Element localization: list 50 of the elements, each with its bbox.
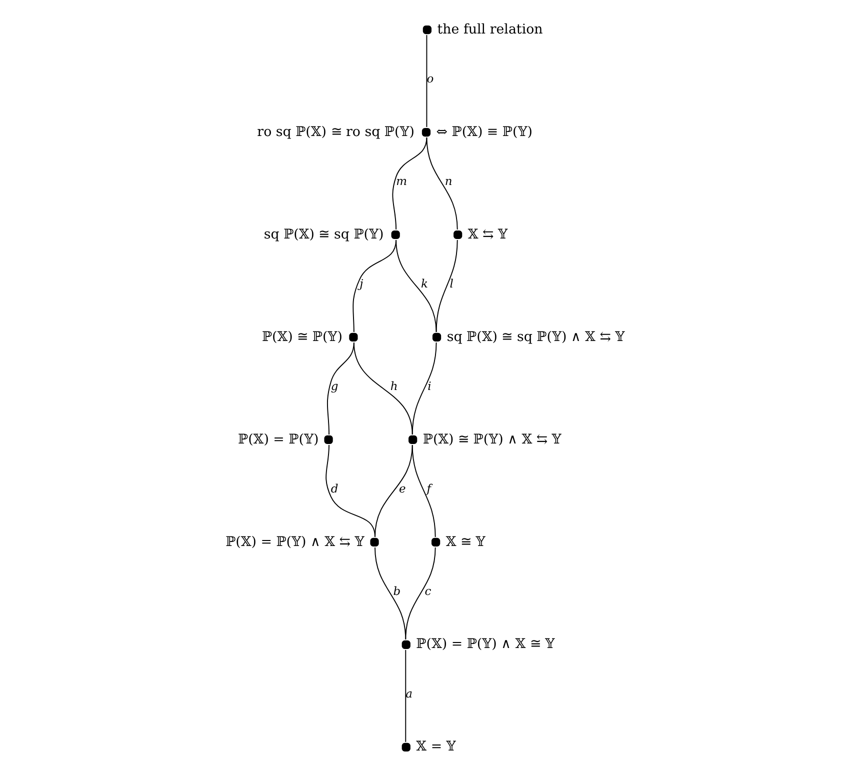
node-label: ℙ(𝕏) = ℙ(𝕐): [238, 432, 319, 448]
edge-label: k: [420, 276, 428, 291]
node-circle: [370, 538, 379, 547]
node-circle: [402, 640, 410, 649]
connector: [392, 137, 428, 230]
connector: [374, 444, 413, 538]
connector: [396, 240, 437, 332]
node-circle: [422, 25, 432, 34]
edge-label: c: [424, 584, 432, 598]
node-circle: [422, 128, 431, 137]
node-circle: [324, 435, 333, 444]
node-circle: [391, 230, 400, 240]
connector: [412, 342, 437, 435]
node-label: 𝕏 ⇆ 𝕐: [468, 227, 508, 242]
edge-label: g: [330, 379, 338, 394]
node-circle: [432, 332, 442, 342]
node-label: the full relation: [437, 22, 543, 38]
connector: [405, 547, 436, 640]
edge-label: i: [428, 379, 432, 394]
edge-label: m: [396, 174, 407, 188]
node-label: 𝕏 ≅ 𝕐: [446, 534, 486, 550]
node-circle: [349, 332, 358, 342]
edge-label: a: [406, 686, 413, 700]
edge-label: h: [390, 379, 398, 394]
connector: [436, 240, 458, 332]
node-label: ℙ(𝕏) = ℙ(𝕐) ∧ 𝕏 ≅ 𝕐: [416, 637, 555, 652]
edge-label: e: [398, 481, 406, 496]
node-label: ℙ(𝕏) ≅ ℙ(𝕐): [262, 330, 342, 345]
edge-label: d: [330, 481, 338, 496]
node-label: sq ℙ(𝕏) ≅ sq ℙ(𝕐) ∧ 𝕏 ⇆ 𝕐: [446, 330, 625, 345]
connector: [426, 137, 458, 230]
node-label: ⇔ ℙ(𝕏) ≡ ℙ(𝕐): [436, 124, 532, 140]
node-label: ro sq ℙ(𝕏) ≅ ro sq ℙ(𝕐): [257, 124, 415, 140]
edge-label: l: [450, 276, 454, 291]
connector: [412, 444, 436, 538]
node-label: ℙ(𝕏) = ℙ(𝕐) ∧ 𝕏 ⇆ 𝕐: [226, 534, 364, 550]
edge-label: b: [393, 584, 401, 598]
edge-label: o: [426, 72, 434, 86]
edge-label: n: [444, 174, 452, 188]
node-circle: [402, 742, 410, 752]
node-circle: [454, 230, 462, 240]
connector: [405, 649, 406, 742]
edge-label: f: [426, 481, 431, 496]
node-label: ℙ(𝕏) ≅ ℙ(𝕐) ∧ 𝕏 ⇆ 𝕐: [422, 432, 562, 448]
connector: [426, 34, 428, 128]
node-label: sq ℙ(𝕏) ≅ sq ℙ(𝕐): [264, 227, 384, 242]
edge-label: j: [360, 276, 364, 291]
node-circle: [432, 538, 440, 547]
node-circle: [408, 435, 418, 444]
node-label: 𝕏 = 𝕐: [416, 740, 456, 755]
